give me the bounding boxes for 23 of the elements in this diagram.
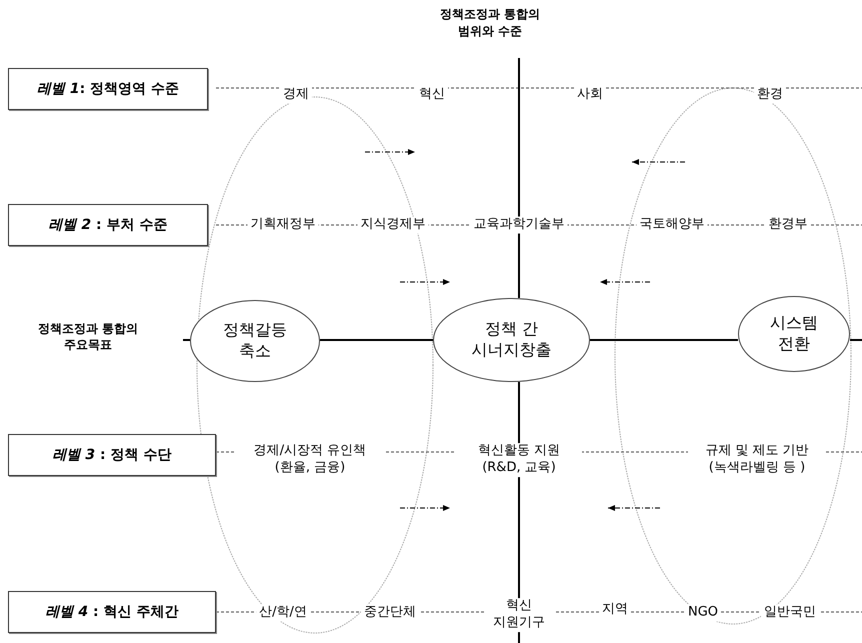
- row-item-label: 혁신활동 지원 (R&D, 교육): [456, 443, 582, 477]
- row-item-label: 경제: [280, 86, 312, 104]
- goal-text: 시스템 전환: [769, 313, 819, 355]
- connector-line: [320, 339, 433, 341]
- goal-text: 정책갈등 축소: [222, 320, 288, 362]
- level-box: [8, 204, 208, 246]
- goal-text: 정책 간 시너지창출: [470, 319, 552, 361]
- row-item-label: 지식경제부: [358, 216, 428, 234]
- row-item-label: 환경: [754, 86, 786, 104]
- axis-title: 정책조정과 통합의 범위와 수준: [438, 6, 542, 40]
- axis-label: 정책조정과 통합의 주요목표: [36, 321, 140, 353]
- level-label: 레벨 4 : 혁신 주체간: [46, 603, 178, 621]
- level-box: [8, 68, 208, 110]
- level-box: [8, 591, 216, 633]
- row-item-label: 교육과학기술부: [470, 216, 568, 234]
- level-label: 레벨 2 : 부처 수준: [48, 216, 168, 234]
- level-box: [8, 434, 216, 476]
- row-item-label: 산/학/연: [256, 604, 310, 622]
- level-label: 레벨 3 : 정책 수단: [52, 446, 172, 464]
- row-item-label: NGO: [684, 604, 722, 622]
- level-label: 레벨 1: 정책영역 수준: [37, 80, 179, 98]
- connector-line: [590, 339, 738, 341]
- row-item-label: 혁신 지원기구: [484, 598, 554, 632]
